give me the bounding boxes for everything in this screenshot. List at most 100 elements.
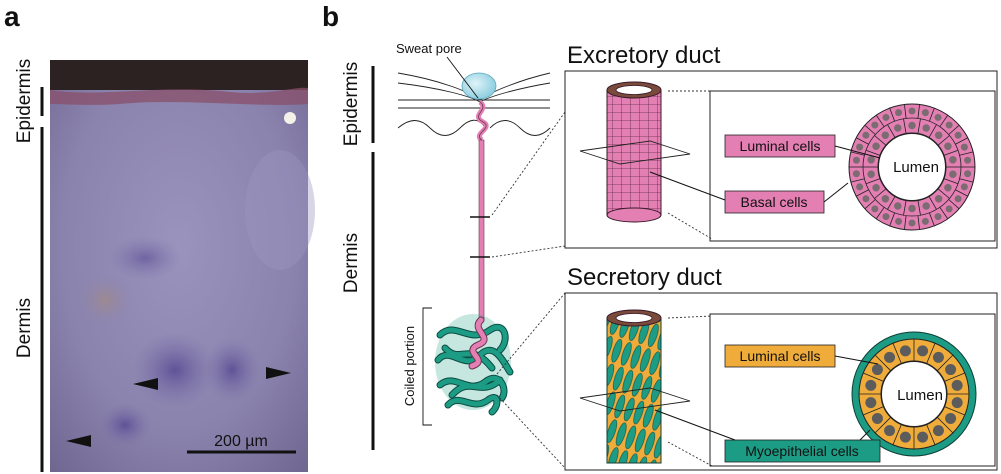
excretory-basal-cell-border bbox=[917, 104, 920, 119]
coiled-portion-bracket bbox=[422, 307, 432, 426]
excretory-basal-cell-border bbox=[948, 124, 960, 135]
secretory-luminal-cell-border bbox=[944, 406, 965, 416]
excretory-luminal-cell-border bbox=[874, 188, 887, 199]
secretory-luminal-cell-border bbox=[926, 343, 936, 364]
excretory-basal-cell-border bbox=[948, 199, 960, 210]
excretory-basal-cell-border bbox=[850, 178, 865, 183]
secretory-luminal-nucleus bbox=[884, 425, 896, 437]
excretory-luminal-cell-border bbox=[865, 178, 881, 185]
excretory-luminal-cell-border bbox=[928, 196, 937, 210]
myoepithelial-cells-tag bbox=[724, 439, 881, 463]
panel-a: a 200 µm Epidermis Dermis bbox=[4, 1, 315, 472]
secretory-tube bbox=[579, 309, 691, 464]
coiled-gland bbox=[434, 314, 514, 416]
excretory-basal-cell-border bbox=[929, 107, 935, 122]
secretory-luminal-nucleus bbox=[945, 364, 957, 376]
excretory-luminal-cell-border bbox=[903, 118, 907, 134]
excretory-luminal-nucleus bbox=[949, 156, 957, 164]
zoom-connectors bbox=[491, 90, 713, 469]
excretory-basal-cell-border bbox=[917, 215, 920, 230]
coiled-portion-label: Coiled portion bbox=[402, 326, 417, 406]
excretory-luminal-cell-border bbox=[917, 200, 921, 216]
excretory-luminal-nucleus bbox=[908, 204, 916, 213]
sweat-pore-droplet bbox=[461, 72, 497, 100]
excretory-basal-nucleus bbox=[856, 183, 864, 191]
secretory-luminal-nucleus bbox=[871, 364, 883, 376]
excretory-luminal-cell-border bbox=[887, 124, 896, 138]
excretory-luminal-cell-border bbox=[937, 135, 950, 146]
panel-b-letter: b bbox=[322, 1, 339, 32]
excretory-luminal-nucleus bbox=[867, 170, 875, 178]
secretory-luminal-cell-border bbox=[863, 372, 884, 382]
secretory-luminal-nucleus bbox=[932, 351, 944, 363]
secretory-luminal-nucleus bbox=[945, 412, 957, 424]
excretory-basal-nucleus bbox=[895, 217, 903, 225]
excretory-luminal-cell-border bbox=[928, 124, 937, 138]
excretory-basal-nucleus bbox=[960, 143, 968, 151]
excretory-pointers bbox=[649, 145, 881, 203]
excretory-basal-nucleus bbox=[852, 170, 860, 178]
excretory-luminal-nucleus bbox=[908, 121, 916, 130]
secretory-duct-panel: Secretory duct Lumen Luminal cells Myoe bbox=[564, 264, 998, 471]
excretory-basal-cell-border bbox=[856, 137, 869, 145]
excretory-lumen-label: Lumen bbox=[893, 159, 939, 176]
excretory-basal-nucleus bbox=[908, 219, 916, 227]
secretory-luminal-cell-border bbox=[874, 354, 891, 371]
excretory-cross-section bbox=[848, 103, 976, 231]
excretory-basal-cell-border bbox=[904, 215, 907, 230]
epidermis-label: Epidermis bbox=[14, 59, 35, 143]
secretory-luminal-cell-border bbox=[874, 417, 891, 434]
secretory-luminal-nucleus bbox=[932, 425, 944, 437]
excretory-luminal-cell-border bbox=[937, 188, 950, 199]
excretory-basal-cell-border bbox=[939, 114, 949, 127]
excretory-basal-nucleus bbox=[921, 217, 929, 225]
excretory-duct-title: Excretory duct bbox=[567, 42, 721, 69]
excretory-basal-cell-border bbox=[904, 104, 907, 119]
excretory-basal-cell-border bbox=[864, 124, 876, 135]
excretory-basal-nucleus bbox=[852, 156, 860, 164]
excretory-basal-nucleus bbox=[921, 109, 929, 117]
secretory-luminal-nucleus bbox=[917, 345, 929, 357]
secretory-luminal-nucleus bbox=[884, 351, 896, 363]
excretory-basal-nucleus bbox=[908, 107, 916, 115]
histology-micrograph bbox=[50, 60, 315, 472]
excretory-basal-cell-border bbox=[850, 151, 865, 156]
panel-a-letter: a bbox=[4, 1, 20, 32]
lumen-space bbox=[881, 361, 947, 427]
excretory-basal-cell-border bbox=[864, 199, 876, 210]
scale-bar-label: 200 µm bbox=[214, 433, 268, 450]
myoepithelial-cells-label: Myoepithelial cells bbox=[745, 443, 859, 459]
dermis-label: Dermis bbox=[14, 298, 35, 358]
excretory-basal-nucleus bbox=[934, 213, 942, 221]
excretory-basal-nucleus bbox=[862, 131, 870, 139]
excretory-basal-nucleus bbox=[934, 113, 942, 121]
secretory-luminal-nucleus bbox=[951, 379, 963, 391]
secretory-luminal-nucleus bbox=[871, 412, 883, 424]
excretory-basal-nucleus bbox=[882, 113, 890, 121]
secretory-luminal-nucleus bbox=[917, 431, 929, 443]
excretory-inset-box bbox=[709, 90, 996, 242]
secretory-luminal-cell-border bbox=[926, 424, 936, 445]
lumen-space bbox=[878, 133, 946, 201]
secretory-luminal-nucleus bbox=[865, 379, 877, 391]
arrowhead-marker bbox=[133, 378, 158, 390]
excretory-basal-cell-border bbox=[856, 189, 869, 197]
sweat-pore-label: Sweat pore bbox=[396, 41, 462, 56]
excretory-luminal-nucleus bbox=[867, 156, 875, 164]
excretory-luminal-cell-border bbox=[887, 196, 896, 210]
excretory-basal-nucleus bbox=[954, 195, 962, 203]
excretory-luminal-nucleus bbox=[894, 124, 902, 132]
panel-b: b Epidermis Dermis Sweat pore bbox=[322, 1, 998, 471]
excretory-basal-cell-border bbox=[939, 207, 949, 220]
secretory-luminal-nucleus bbox=[899, 345, 911, 357]
excretory-basal-label: Basal cells bbox=[741, 194, 808, 210]
excretory-luminal-nucleus bbox=[944, 184, 952, 192]
excretory-basal-nucleus bbox=[882, 213, 890, 221]
arrowhead-marker bbox=[266, 367, 291, 379]
secretory-lumen-label: Lumen bbox=[897, 387, 943, 404]
excretory-luminal-nucleus bbox=[872, 184, 880, 192]
excretory-luminal-cell-border bbox=[903, 200, 907, 216]
arrowhead-marker bbox=[66, 435, 91, 447]
secretory-box bbox=[564, 292, 998, 471]
excretory-luminal-nucleus bbox=[881, 195, 890, 203]
